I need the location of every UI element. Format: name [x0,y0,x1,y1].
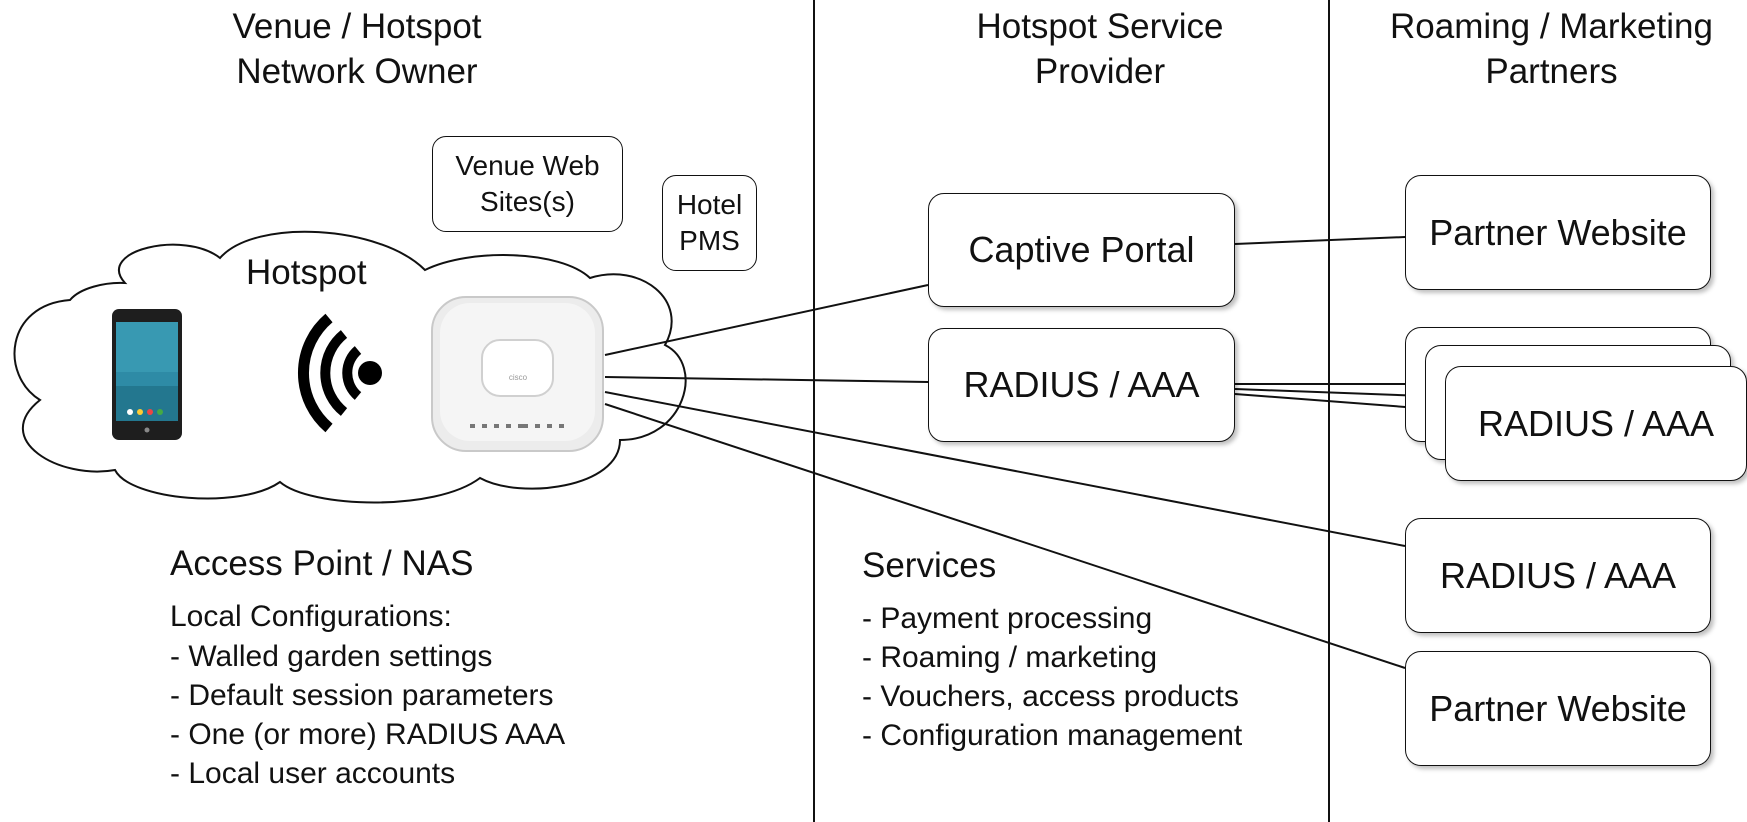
services-title: Services [862,546,997,585]
local-config-item: - Local user accounts [170,757,456,790]
services-item: - Payment processing [862,602,1153,635]
line-ap-radius-single [604,391,1406,547]
services-item: - Vouchers, access products [862,680,1239,713]
provider-radius-box: RADIUS / AAA [928,328,1235,442]
services-list: - Payment processing - Roaming / marketi… [862,599,1242,755]
column-title-venue: Venue / Hotspot Network Owner [232,7,482,91]
line-ap-captive [604,284,929,356]
services-item: - Roaming / marketing [862,641,1158,674]
brand-logo: cisco [509,373,528,382]
captive-portal-box: Captive Portal [928,193,1235,307]
wifi-signal-icon [297,313,382,433]
hotel-pms-box: Hotel PMS [662,175,757,271]
local-config-list: - Walled garden settings - Default sessi… [170,637,565,793]
partner-radius-single-box: RADIUS / AAA [1405,518,1711,633]
services-item: - Configuration management [862,719,1243,752]
venue-web-sites-box: Venue Web Sites(s) [432,136,623,232]
local-config-item: - Default session parameters [170,679,554,712]
smartphone-icon [112,309,182,440]
hotspot-label: Hotspot [246,253,367,292]
column-title-provider: Hotspot Service Provider [976,7,1224,91]
partner-website-top-box: Partner Website [1405,175,1711,290]
line-radius-partner-2 [1234,388,1426,397]
access-point-title: Access Point / NAS [170,544,474,583]
partner-radius-stack-front: RADIUS / AAA [1445,366,1747,481]
line-ap-radius [604,376,929,383]
column-title-partners: Roaming / Marketing Partners [1390,7,1713,91]
access-point-icon: cisco [431,296,604,452]
local-config-item: - One (or more) RADIUS AAA [170,718,566,751]
partner-website-bottom-box: Partner Website [1405,651,1711,766]
line-captive-partner [1234,236,1406,245]
line-ap-partner-bottom [604,403,1406,669]
local-config-heading: Local Configurations: [170,600,452,633]
local-config-item: - Walled garden settings [170,640,493,673]
